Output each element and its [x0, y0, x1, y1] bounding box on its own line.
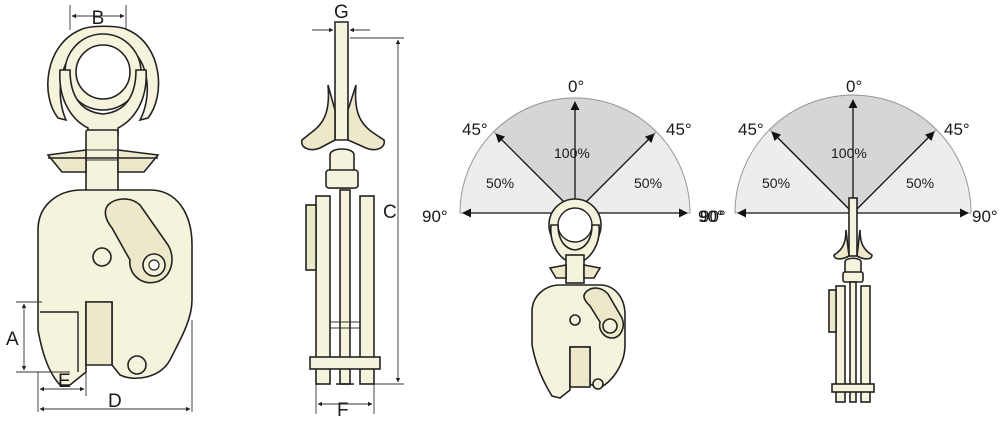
- angle-label-left-45: 45°: [462, 120, 488, 139]
- angle-label-right-90: 90°: [698, 207, 724, 226]
- capacity-diagram-2: 0° 45° 45° 90° 90° 100% 50% 50%: [700, 77, 998, 403]
- capacity-label-left: 50%: [486, 175, 514, 191]
- capacity-diagram-2-side-clamp: [828, 197, 875, 403]
- capacity-label-right: 50%: [906, 175, 934, 191]
- dimension-D: D: [39, 320, 193, 412]
- angle-label-0: 0°: [846, 77, 862, 96]
- dimension-label-F: F: [337, 400, 349, 420]
- capacity-label-left: 50%: [762, 175, 790, 191]
- angle-label-left-90: 90°: [700, 207, 726, 226]
- dimension-E: E: [37, 371, 87, 412]
- capacity-label-right: 50%: [634, 175, 662, 191]
- angle-label-left-45: 45°: [738, 120, 764, 139]
- dimension-label-A: A: [6, 329, 19, 350]
- dimension-F: F: [315, 384, 375, 421]
- side-view-clamp: [300, 21, 386, 385]
- dimension-A: A: [6, 301, 70, 373]
- dimension-G: G: [312, 2, 370, 38]
- capacity-label-center: 100%: [831, 145, 867, 161]
- angle-label-right-90: 90°: [972, 207, 998, 226]
- dimension-label-B: B: [92, 8, 105, 29]
- dimension-label-C: C: [383, 202, 397, 223]
- dimension-C: C: [350, 37, 404, 385]
- capacity-label-center: 100%: [554, 145, 590, 161]
- angle-label-right-45: 45°: [944, 120, 970, 139]
- angle-label-0: 0°: [568, 77, 584, 96]
- capacity-diagram-1-front-clamp: [531, 198, 626, 399]
- front-view-clamp: [37, 25, 193, 386]
- dimension-label-G: G: [334, 2, 349, 23]
- angle-label-left-90: 90°: [422, 207, 448, 226]
- angle-label-right-45: 45°: [666, 120, 692, 139]
- dimension-label-D: D: [108, 391, 122, 412]
- capacity-diagram-1: 0° 45° 45° 90° 90° 100% 50% 50%: [422, 77, 724, 399]
- dimension-label-E: E: [58, 371, 71, 392]
- dimension-B: B: [69, 5, 127, 30]
